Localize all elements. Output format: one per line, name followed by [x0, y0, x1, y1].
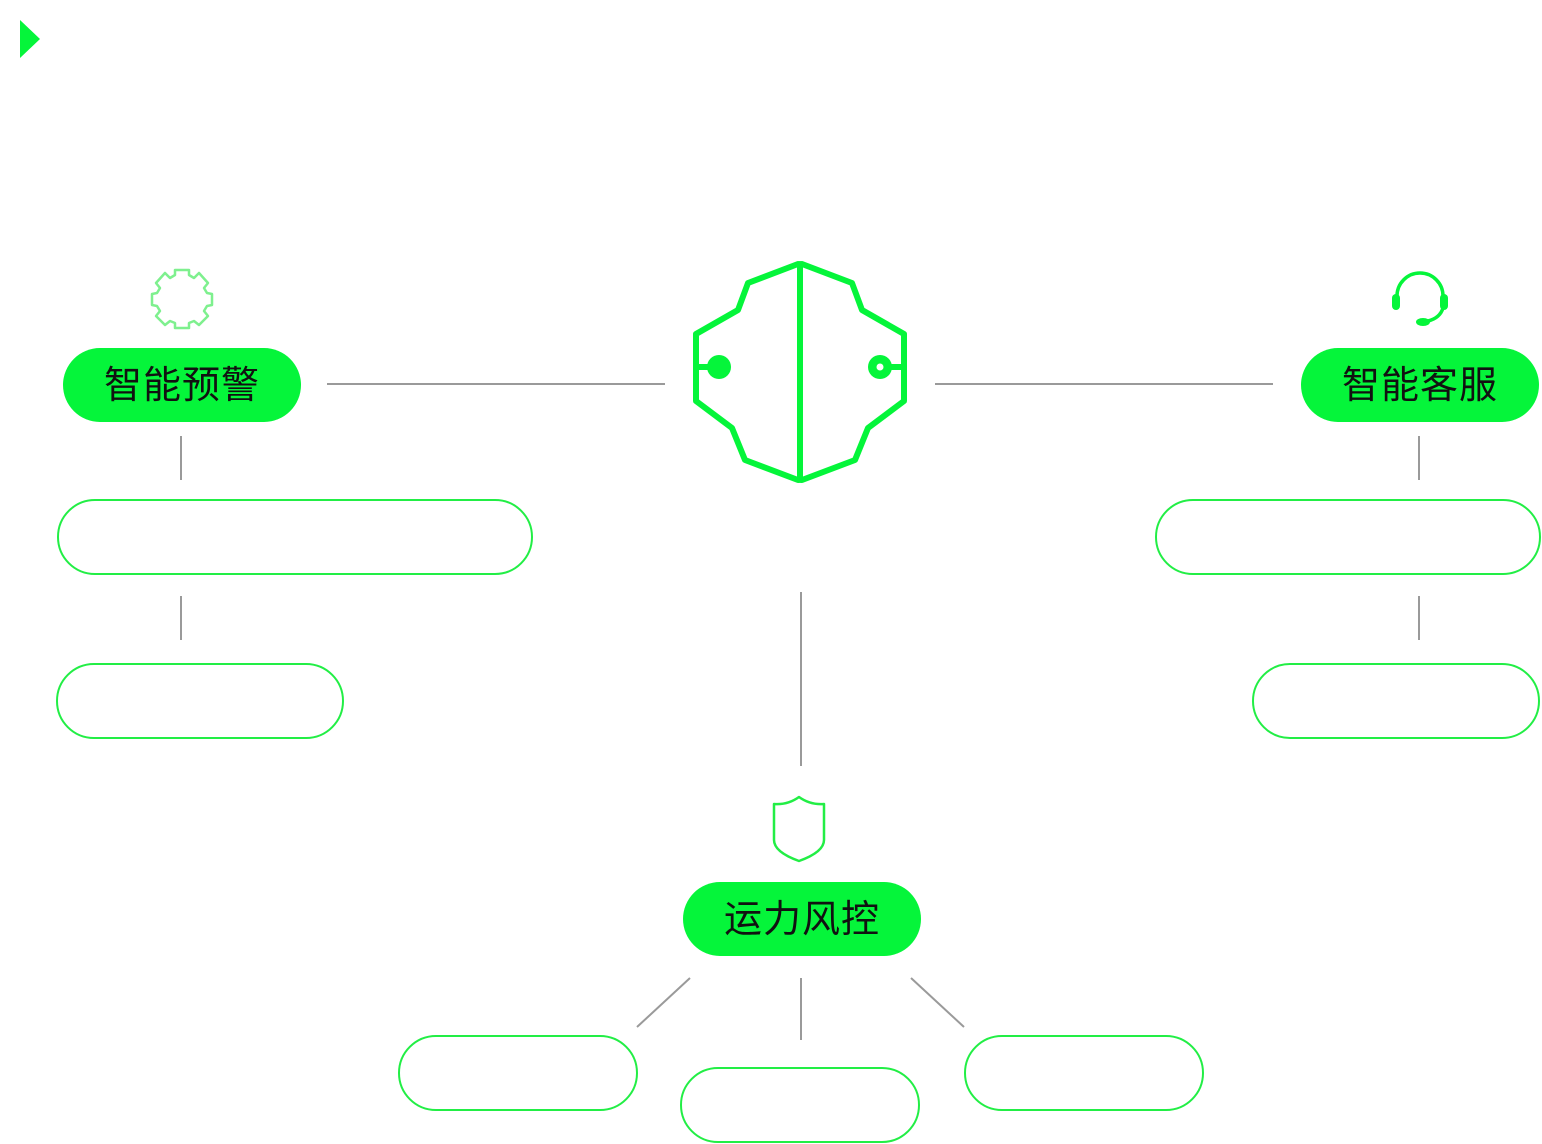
- brain-chip-icon: [693, 261, 907, 483]
- sub-node-left-1: [57, 499, 533, 575]
- node-right-label: 智能客服: [1301, 348, 1539, 422]
- sub-node-bottom-3: [964, 1035, 1204, 1111]
- sub-node-bottom-2: [680, 1067, 920, 1143]
- sub-node-right-1: [1155, 499, 1541, 575]
- sub-node-right-2: [1252, 663, 1540, 739]
- gear-icon: [150, 268, 214, 330]
- shield-icon: [772, 795, 826, 863]
- sub-node-bottom-1: [398, 1035, 638, 1111]
- connector-bottom-right: [910, 977, 965, 1028]
- node-left-label: 智能预警: [63, 348, 301, 422]
- node-bottom-label: 运力风控: [683, 882, 921, 956]
- connector-bottom-left: [636, 977, 691, 1028]
- sub-node-left-2: [56, 663, 344, 739]
- play-triangle-icon: [20, 20, 40, 58]
- headset-icon: [1392, 271, 1448, 326]
